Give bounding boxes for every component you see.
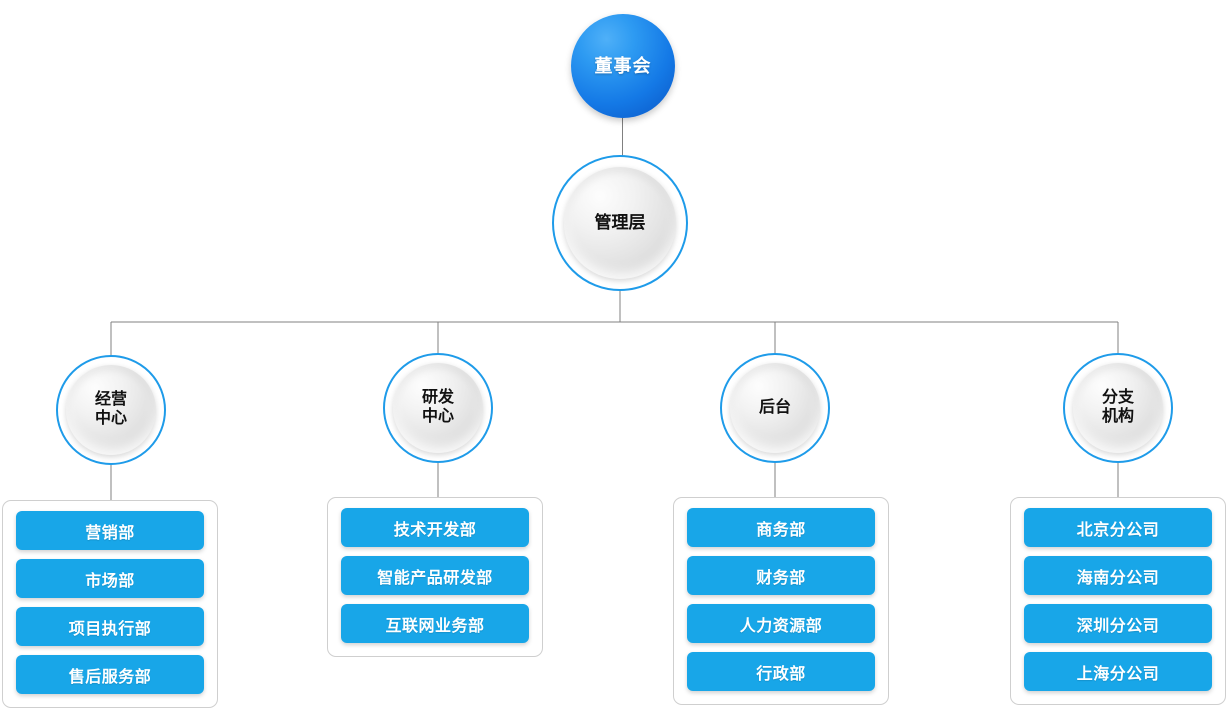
department-box[interactable]: 商务部: [687, 508, 875, 547]
department-group-branches: 北京分公司 海南分公司 深圳分公司 上海分公司: [1010, 497, 1226, 705]
node-management-inner: 管理层: [564, 167, 676, 279]
node-unit-3-label: 后台: [758, 398, 791, 416]
node-management[interactable]: 管理层: [552, 155, 688, 291]
department-box[interactable]: 营销部: [16, 511, 204, 550]
node-management-label: 管理层: [594, 212, 646, 232]
node-unit-3-inner: 后台: [730, 363, 820, 453]
department-box[interactable]: 行政部: [687, 652, 875, 691]
node-board-of-directors[interactable]: 董事会: [571, 14, 675, 118]
department-box[interactable]: 售后服务部: [16, 655, 204, 694]
department-group-rnd-center: 技术开发部 智能产品研发部 互联网业务部: [327, 497, 543, 657]
department-box[interactable]: 财务部: [687, 556, 875, 595]
node-board-label: 董事会: [594, 55, 652, 76]
department-box[interactable]: 北京分公司: [1024, 508, 1212, 547]
department-box[interactable]: 上海分公司: [1024, 652, 1212, 691]
department-group-business-center: 营销部 市场部 项目执行部 售后服务部: [2, 500, 218, 708]
department-box[interactable]: 智能产品研发部: [341, 556, 529, 595]
department-box[interactable]: 深圳分公司: [1024, 604, 1212, 643]
node-unit-branches[interactable]: 分支 机构: [1063, 353, 1173, 463]
node-unit-2-inner: 研发 中心: [393, 363, 483, 453]
department-group-back-office: 商务部 财务部 人力资源部 行政部: [673, 497, 889, 705]
node-unit-2-label: 研发 中心: [421, 389, 454, 425]
department-box[interactable]: 市场部: [16, 559, 204, 598]
node-unit-4-inner: 分支 机构: [1073, 363, 1163, 453]
node-unit-1-inner: 经营 中心: [66, 365, 156, 455]
node-unit-1-label: 经营 中心: [94, 391, 127, 427]
node-unit-4-label: 分支 机构: [1101, 389, 1134, 425]
department-box[interactable]: 人力资源部: [687, 604, 875, 643]
node-unit-back-office[interactable]: 后台: [720, 353, 830, 463]
department-box[interactable]: 海南分公司: [1024, 556, 1212, 595]
department-box[interactable]: 互联网业务部: [341, 604, 529, 643]
department-box[interactable]: 技术开发部: [341, 508, 529, 547]
node-unit-rnd-center[interactable]: 研发 中心: [383, 353, 493, 463]
department-box[interactable]: 项目执行部: [16, 607, 204, 646]
node-unit-business-center[interactable]: 经营 中心: [56, 355, 166, 465]
